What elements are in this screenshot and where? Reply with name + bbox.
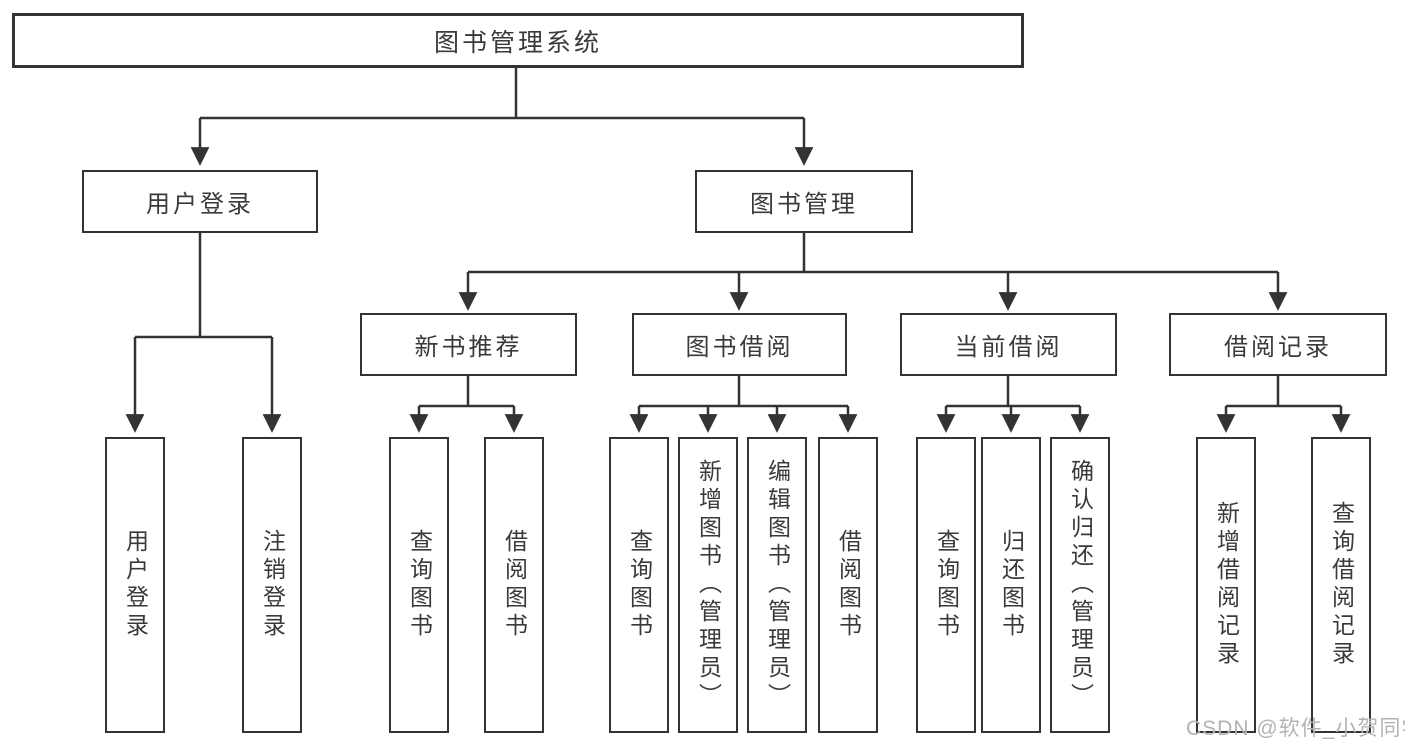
leaf-nb-borrow-books: 借阅图书 xyxy=(484,437,544,733)
node-borrow-records: 借阅记录 xyxy=(1169,313,1387,376)
leaf-bb-borrow-books: 借阅图书 xyxy=(818,437,878,733)
node-user-login: 用户登录 xyxy=(82,170,318,233)
leaf-bb-add-books-admin: 新增图书（管理员） xyxy=(678,437,738,733)
watermark: CSDN @软件_小贺同学 xyxy=(1186,717,1405,740)
leaf-bb-query-books: 查询图书 xyxy=(609,437,669,733)
leaf-cb-query-books: 查询图书 xyxy=(916,437,976,733)
leaf-bb-edit-books-admin: 编辑图书（管理员） xyxy=(747,437,807,733)
leaf-user-logout: 注销登录 xyxy=(242,437,302,733)
node-new-book-recommend: 新书推荐 xyxy=(360,313,577,376)
node-book-management: 图书管理 xyxy=(695,170,913,233)
node-book-borrow: 图书借阅 xyxy=(632,313,847,376)
leaf-cb-confirm-return-admin: 确认归还（管理员） xyxy=(1050,437,1110,733)
leaf-user-login: 用户登录 xyxy=(105,437,165,733)
leaf-br-add-record: 新增借阅记录 xyxy=(1196,437,1256,733)
leaf-cb-return-books: 归还图书 xyxy=(981,437,1041,733)
leaf-br-query-record: 查询借阅记录 xyxy=(1311,437,1371,733)
leaf-nb-query-books: 查询图书 xyxy=(389,437,449,733)
node-current-borrow: 当前借阅 xyxy=(900,313,1117,376)
node-root-system: 图书管理系统 xyxy=(12,13,1024,68)
